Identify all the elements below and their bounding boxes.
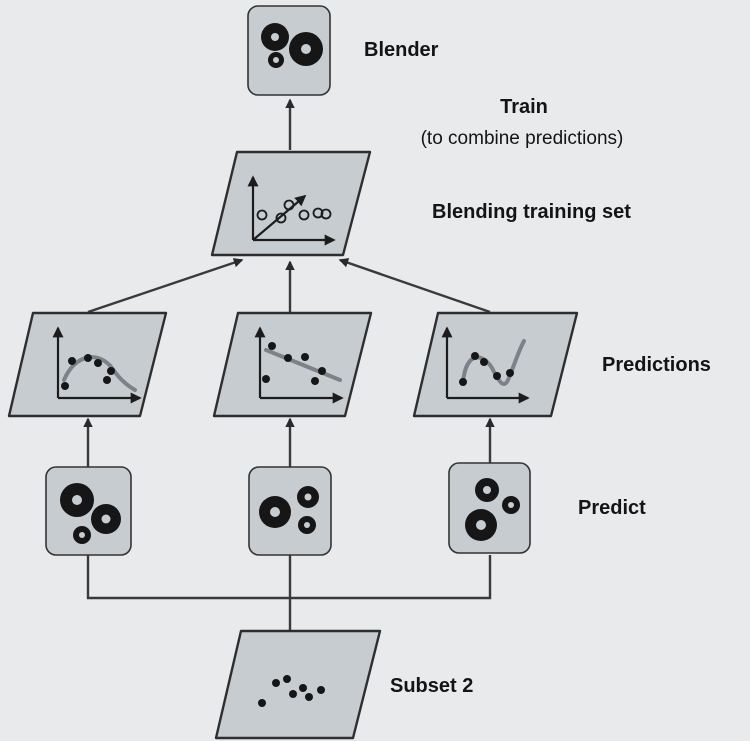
prediction-curve-icon bbox=[52, 326, 142, 404]
prediction-panel-3 bbox=[412, 311, 579, 418]
prediction-to-blending-arrows bbox=[87, 258, 491, 314]
subset-panel bbox=[214, 629, 382, 740]
gears-icon bbox=[259, 486, 319, 534]
gears-icon bbox=[261, 23, 323, 68]
subset-label: Subset 2 bbox=[390, 675, 473, 697]
blender-box bbox=[247, 5, 331, 96]
subset-to-predictors-connectors bbox=[86, 555, 492, 632]
predict-label: Predict bbox=[578, 497, 646, 519]
prediction-curve-icon bbox=[441, 326, 530, 404]
scatter-plot-icon bbox=[258, 675, 325, 707]
prediction-curve-icon bbox=[254, 326, 344, 404]
prediction-panel-1 bbox=[7, 311, 168, 418]
blending-training-set-panel bbox=[210, 150, 372, 257]
blender-label: Blender bbox=[364, 39, 439, 61]
train-note-label: (to combine predictions) bbox=[421, 128, 624, 149]
train-label: Train bbox=[500, 96, 548, 118]
predictor-box-2 bbox=[248, 466, 332, 556]
predictor-box-3 bbox=[448, 462, 531, 554]
predictor-box-1 bbox=[45, 466, 132, 556]
gears-icon bbox=[60, 483, 121, 544]
scatter-plot-icon bbox=[247, 175, 336, 246]
prediction-panel-2 bbox=[212, 311, 373, 418]
predictions-label: Predictions bbox=[602, 354, 711, 376]
gears-icon bbox=[465, 478, 520, 541]
predictor-to-prediction-arrows bbox=[83, 417, 495, 467]
blending-training-set-label: Blending training set bbox=[432, 201, 631, 223]
